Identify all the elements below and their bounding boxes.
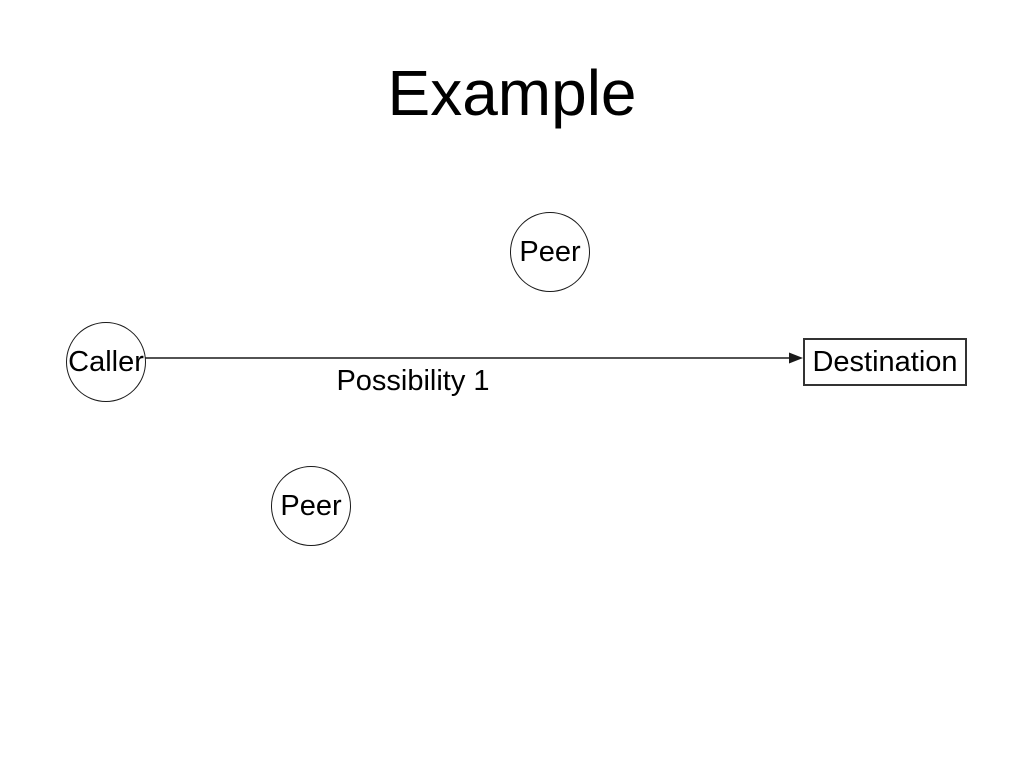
node-caller: Caller [66,322,146,402]
node-peer-bottom-label: Peer [280,489,342,522]
node-caller-label: Caller [68,345,144,378]
arrowhead-icon [789,352,803,364]
arrow-caller-to-destination [144,352,803,364]
node-peer-top: Peer [510,212,590,292]
node-destination-label: Destination [812,345,958,378]
edge-label-possibility-1: Possibility 1 [336,365,490,397]
node-peer-bottom: Peer [271,466,351,546]
slide-title: Example [387,57,637,129]
node-destination: Destination [803,338,967,386]
node-peer-top-label: Peer [519,235,581,268]
